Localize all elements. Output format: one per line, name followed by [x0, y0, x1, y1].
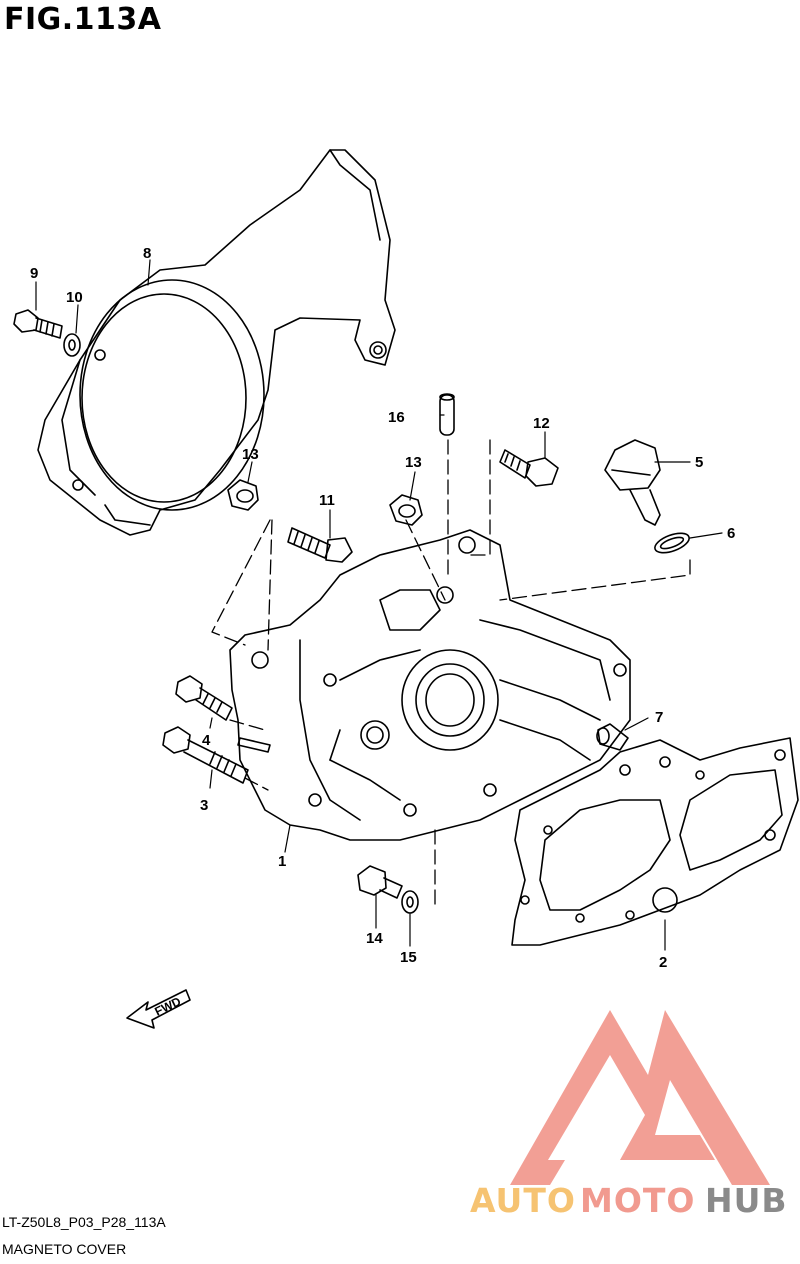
callout-14: 14	[366, 930, 383, 947]
callout-11: 11	[319, 492, 335, 509]
callout-13-left: 13	[242, 446, 259, 463]
figure-code: LT-Z50L8_P03_P28_113A	[2, 1214, 166, 1230]
callout-4: 4	[202, 732, 211, 749]
callout-7: 7	[655, 709, 663, 726]
callout-8: 8	[143, 245, 151, 262]
part-13-nut-left	[227, 479, 259, 511]
part-13-nut-right	[389, 494, 423, 526]
callout-16: 16	[388, 409, 405, 426]
callout-9: 9	[30, 265, 38, 282]
part-6-o-ring	[654, 532, 690, 554]
part-14-bolt	[357, 865, 403, 899]
part-10-washer	[63, 333, 81, 357]
watermark-hub: HUB	[705, 1181, 788, 1220]
callout-2: 2	[659, 954, 667, 971]
callout-5: 5	[695, 454, 703, 471]
part-4-bolt	[175, 675, 233, 721]
callout-3: 3	[200, 797, 208, 814]
part-7-dowel	[596, 723, 629, 751]
watermark-auto: AUTO	[470, 1181, 576, 1220]
part-9-bolt	[13, 309, 63, 339]
part-1-crankcase	[229, 529, 631, 841]
section-name: MAGNETO COVER	[2, 1241, 127, 1257]
part-15-washer	[401, 890, 419, 914]
callout-6: 6	[727, 525, 735, 542]
part-2-gasket	[511, 737, 799, 946]
part-8-magneto-cover	[37, 149, 396, 536]
callout-13-right: 13	[405, 454, 422, 471]
part-11-bolt	[287, 527, 353, 563]
automotohub-watermark-logo: AUTO MOTO HUB	[470, 1010, 788, 1220]
callout-1: 1	[278, 853, 286, 870]
callout-10: 10	[66, 289, 83, 306]
watermark-moto: MOTO	[580, 1181, 695, 1220]
part-12-bolt	[499, 449, 559, 487]
part-3-bolt	[162, 726, 249, 784]
part-5-filler-cap	[604, 439, 661, 526]
callout-15: 15	[400, 949, 417, 966]
callout-12: 12	[533, 415, 550, 432]
fwd-direction-arrow	[126, 989, 191, 1029]
figure-title: FIG.113A	[4, 2, 162, 37]
